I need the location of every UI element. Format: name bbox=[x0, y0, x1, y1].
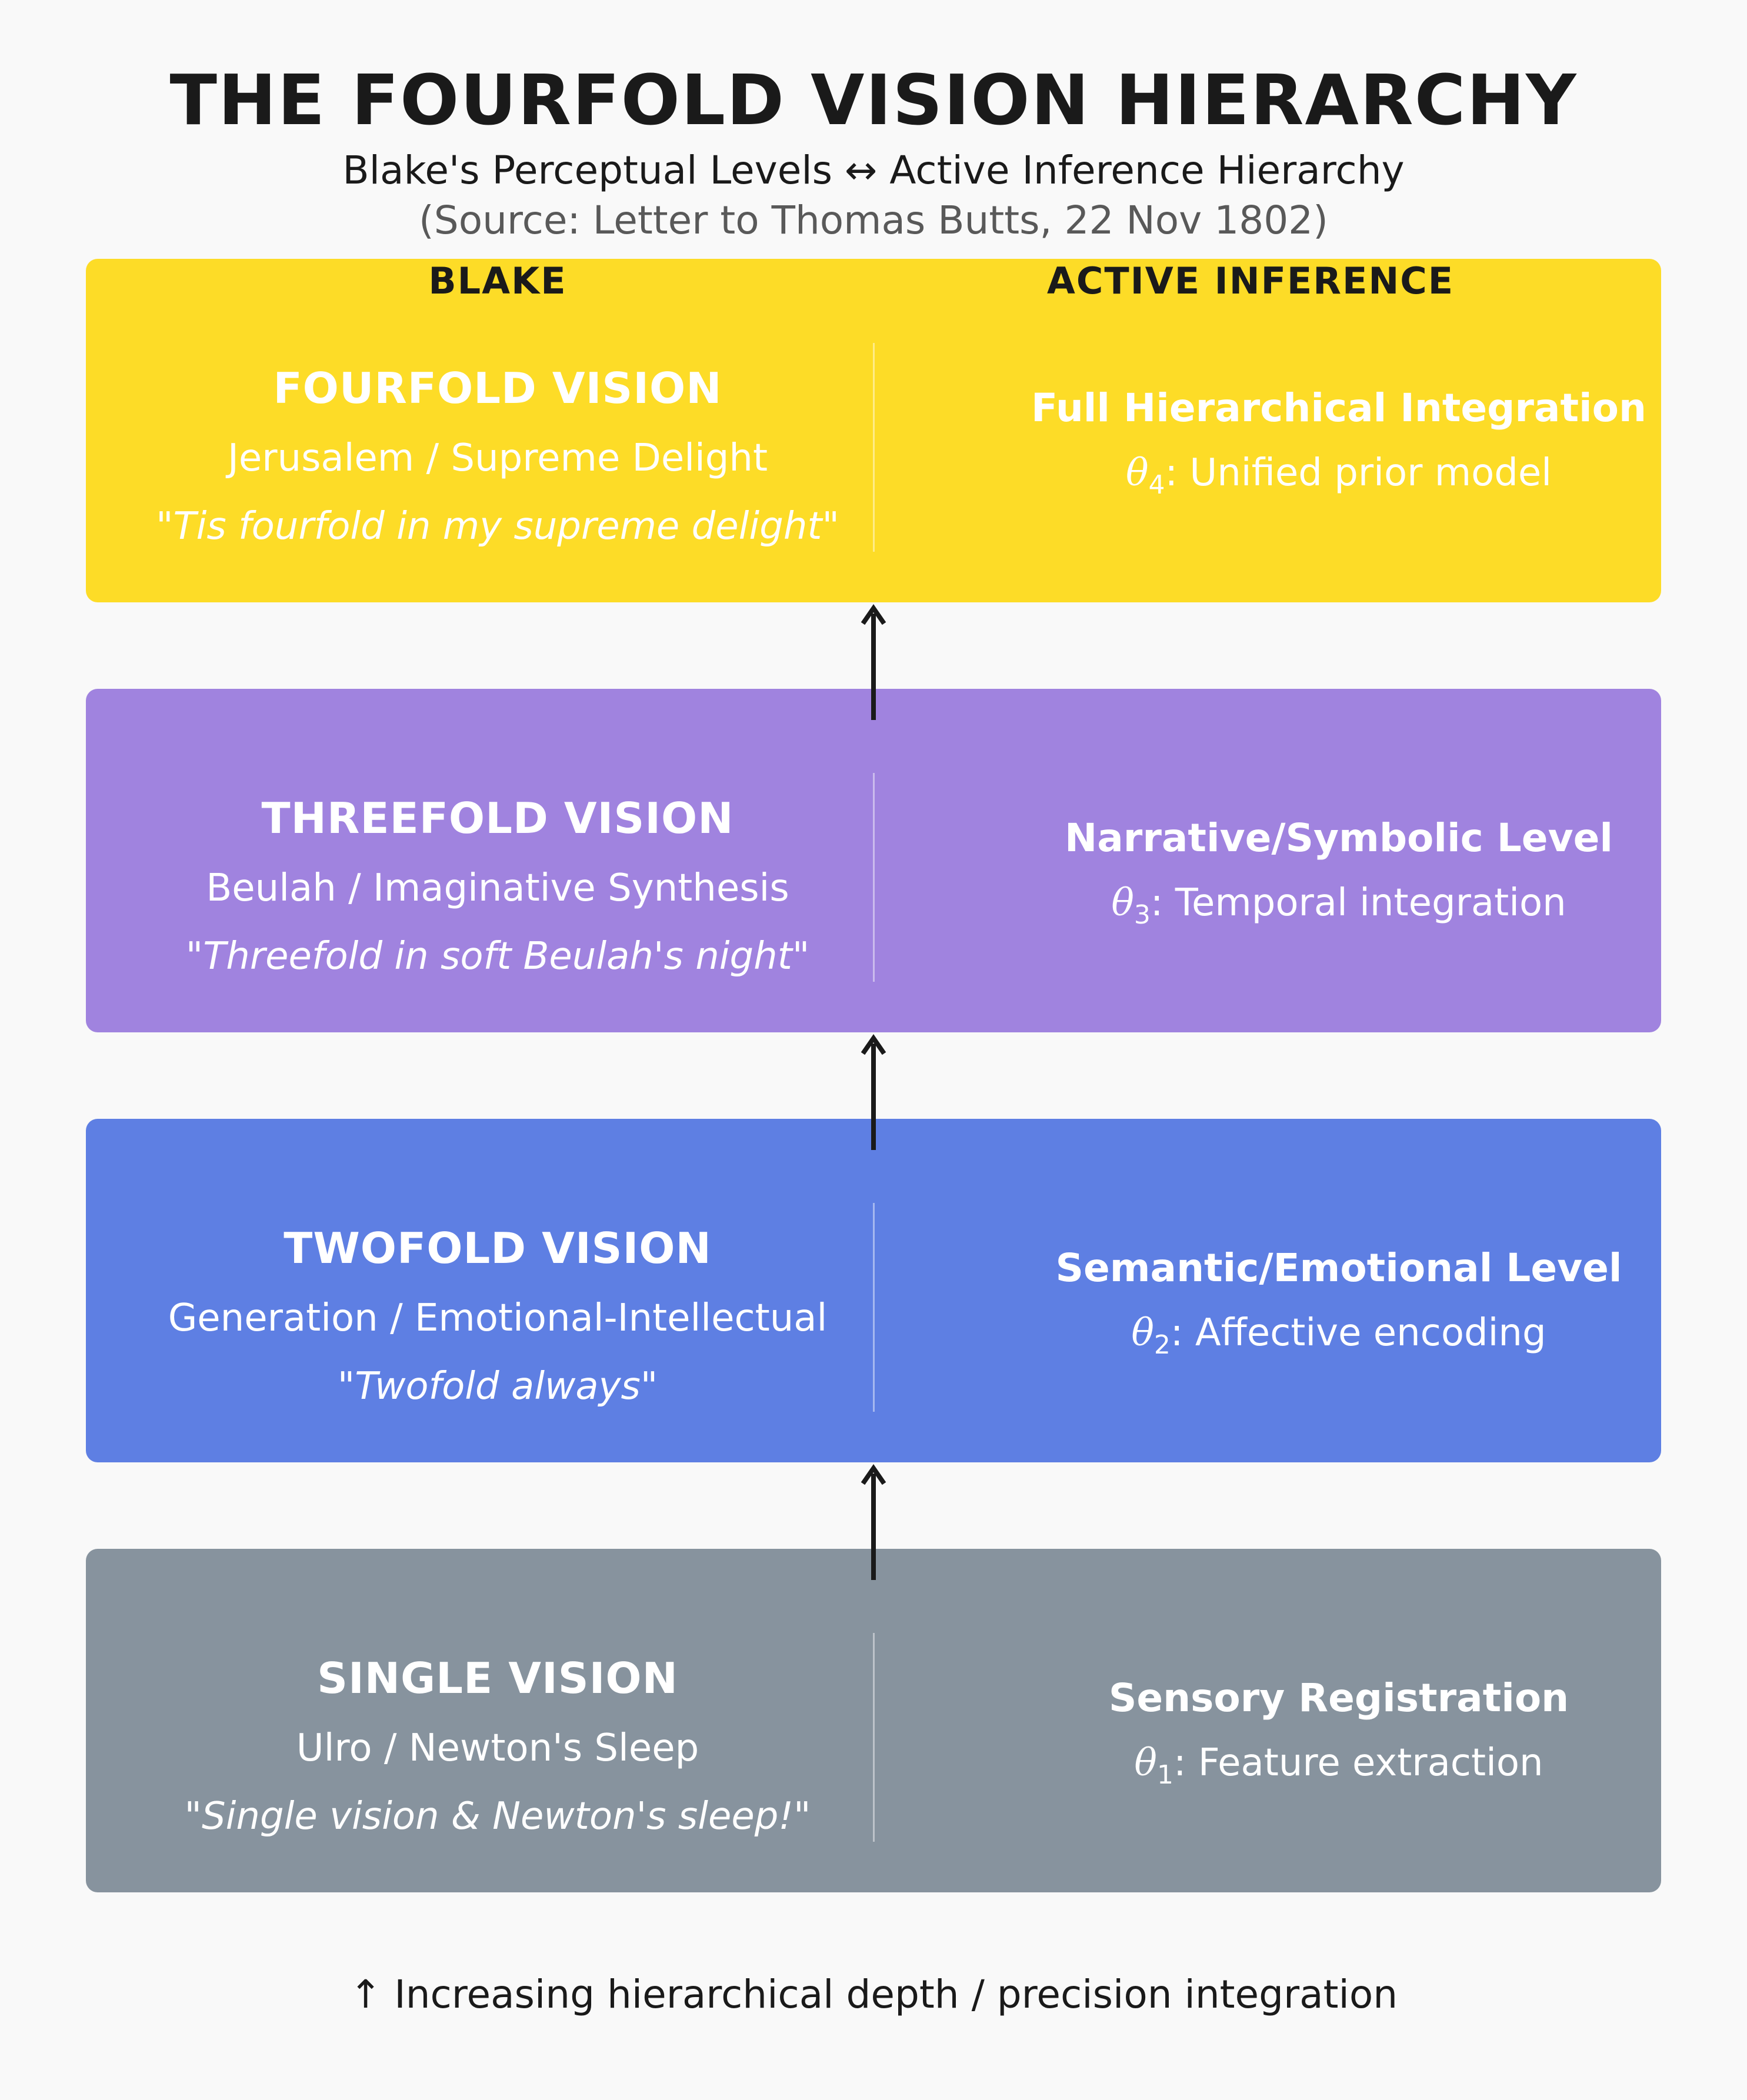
theta-index: 4 bbox=[1148, 470, 1165, 500]
parameter-description: : Feature extraction bbox=[1173, 1741, 1543, 1785]
theta-symbol: θ bbox=[1111, 881, 1134, 925]
theta-symbol: θ bbox=[1134, 1741, 1157, 1785]
quote-text: Tis fourfold in my supreme delight bbox=[173, 505, 822, 548]
footer-note: ↑ Increasing hierarchical depth / precis… bbox=[349, 1972, 1398, 2017]
quote-text: Twofold always bbox=[355, 1365, 641, 1408]
level-band-threefold: THREEFOLD VISION Beulah / Imaginative Sy… bbox=[86, 689, 1661, 1032]
source-note: (Source: Letter to Thomas Butts, 22 Nov … bbox=[419, 198, 1328, 243]
vision-quote: "Threefold in soft Beulah's night" bbox=[185, 935, 810, 978]
parameter-description: : Unified prior model bbox=[1165, 451, 1552, 495]
inference-level: Sensory Registration bbox=[1108, 1675, 1569, 1721]
column-divider bbox=[873, 343, 875, 552]
vision-quote: "Twofold always" bbox=[337, 1365, 658, 1408]
level-band-twofold: TWOFOLD VISION Generation / Emotional-In… bbox=[86, 1119, 1661, 1462]
arrow-single-to-twofold bbox=[861, 1464, 886, 1580]
inference-level: Semantic/Emotional Level bbox=[1055, 1245, 1622, 1291]
column-divider bbox=[873, 1203, 875, 1412]
column-divider bbox=[873, 773, 875, 982]
vision-realm: Jerusalem / Supreme Delight bbox=[227, 436, 768, 480]
vision-realm: Ulro / Newton's Sleep bbox=[296, 1726, 699, 1770]
vision-realm: Generation / Emotional-Intellectual bbox=[168, 1296, 828, 1340]
column-header-blake: BLAKE bbox=[428, 259, 567, 302]
level-band-single: SINGLE VISION Ulro / Newton's Sleep "Sin… bbox=[86, 1549, 1661, 1892]
theta-symbol: θ bbox=[1125, 451, 1149, 495]
inference-parameter: θ3: Temporal integration bbox=[845, 878, 1747, 928]
quote-text: Threefold in soft Beulah's night bbox=[203, 935, 792, 978]
theta-index: 2 bbox=[1153, 1330, 1171, 1360]
vision-name: SINGLE VISION bbox=[317, 1654, 678, 1703]
page-title: THE FOURFOLD VISION HIERARCHY bbox=[169, 59, 1578, 141]
column-divider bbox=[873, 1633, 875, 1842]
theta-index: 1 bbox=[1156, 1760, 1173, 1790]
inference-parameter: θ4: Unified prior model bbox=[845, 448, 1747, 498]
theta-index: 3 bbox=[1133, 900, 1151, 930]
parameter-description: : Temporal integration bbox=[1150, 881, 1566, 925]
arrow-twofold-to-threefold bbox=[861, 1034, 886, 1150]
inference-level: Full Hierarchical Integration bbox=[1031, 385, 1646, 431]
parameter-description: : Affective encoding bbox=[1170, 1311, 1546, 1355]
inference-parameter: θ2: Affective encoding bbox=[845, 1308, 1747, 1358]
vision-quote: "Single vision & Newton's sleep!" bbox=[184, 1795, 811, 1838]
arrow-threefold-to-fourfold bbox=[861, 604, 886, 720]
theta-symbol: θ bbox=[1131, 1311, 1154, 1355]
inference-parameter: θ1: Feature extraction bbox=[845, 1738, 1747, 1788]
inference-level: Narrative/Symbolic Level bbox=[1065, 815, 1613, 861]
subtitle: Blake's Perceptual Levels ↔ Active Infer… bbox=[342, 148, 1405, 193]
column-header-active-inference: ACTIVE INFERENCE bbox=[1046, 259, 1455, 302]
level-band-fourfold: FOURFOLD VISION Jerusalem / Supreme Deli… bbox=[86, 259, 1661, 602]
vision-name: FOURFOLD VISION bbox=[273, 364, 722, 413]
vision-name: TWOFOLD VISION bbox=[284, 1224, 712, 1273]
quote-text: Single vision & Newton's sleep! bbox=[201, 1795, 794, 1838]
vision-name: THREEFOLD VISION bbox=[261, 794, 734, 843]
vision-realm: Beulah / Imaginative Synthesis bbox=[206, 866, 789, 910]
vision-quote: "Tis fourfold in my supreme delight" bbox=[156, 505, 839, 548]
